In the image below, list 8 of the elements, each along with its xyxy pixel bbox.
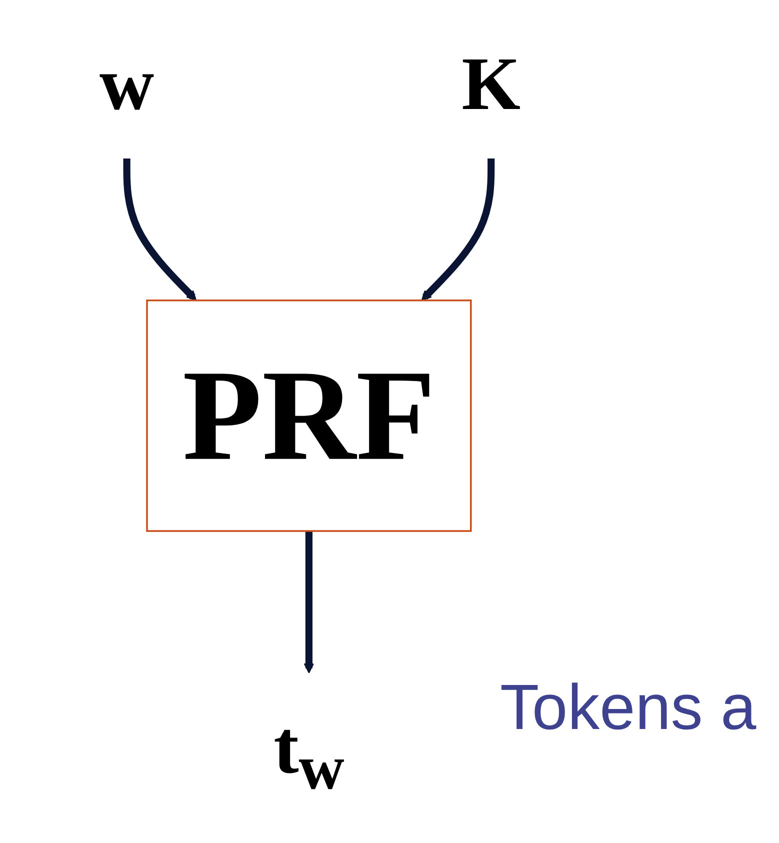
arrow — [421, 158, 495, 301]
node-text: K — [462, 41, 521, 126]
arrow — [123, 158, 197, 301]
note-text: Tokens a — [500, 670, 756, 744]
arrow — [304, 531, 314, 674]
node-text: w — [99, 41, 154, 126]
node-box: PRF — [146, 300, 472, 532]
node-text: t$_{w}$ — [274, 704, 344, 803]
